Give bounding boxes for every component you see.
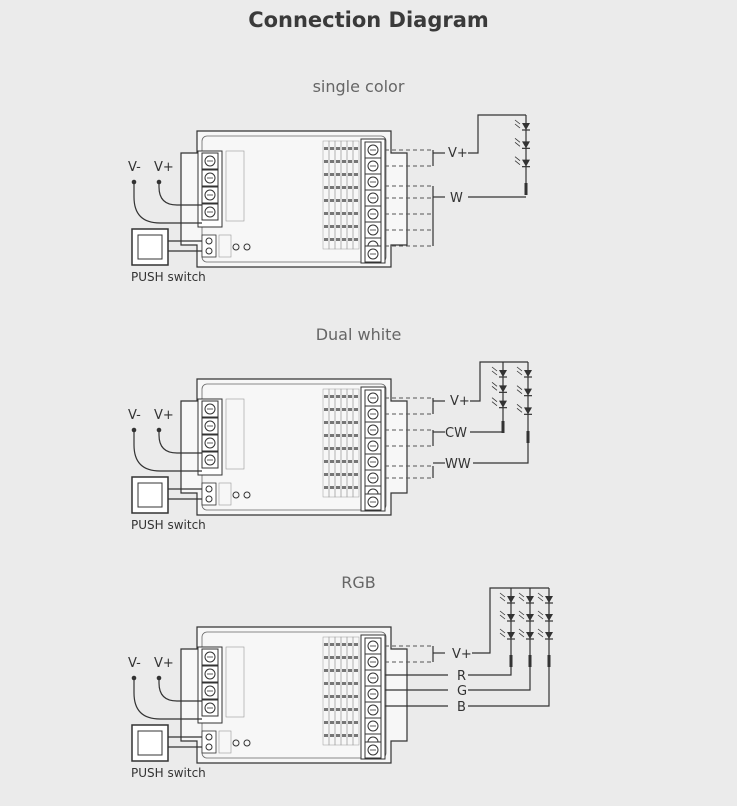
section-2: V- V+ PUSH switch V+ RGB xyxy=(128,587,553,780)
led-diode-icon xyxy=(526,596,534,603)
vplus-to-led-wire xyxy=(470,361,528,402)
push-switch-label: PUSH switch xyxy=(131,270,206,284)
led-diode-icon xyxy=(524,388,532,396)
push-switch-label: PUSH switch xyxy=(131,518,206,532)
output-label-b: B xyxy=(457,700,466,715)
vminus-wire xyxy=(133,430,202,472)
indicator-led xyxy=(243,491,251,499)
diagram-title: Connection Diagram xyxy=(248,8,489,32)
push-switch xyxy=(131,228,169,266)
led-diode-icon xyxy=(526,632,534,639)
led-diode-icon xyxy=(522,123,530,130)
controller-enclosure xyxy=(180,378,408,516)
led-string-end xyxy=(547,655,551,667)
switch-connector xyxy=(201,482,217,506)
led-string-end xyxy=(509,655,513,667)
vplus-wire xyxy=(158,182,202,206)
vplus-label: V+ xyxy=(154,160,174,175)
output-label-cw: CW xyxy=(445,426,467,441)
vminus-wire xyxy=(133,678,202,720)
vminus-label: V- xyxy=(128,656,141,671)
cw-to-led-wire xyxy=(470,429,504,433)
g-to-led-wire xyxy=(468,667,531,691)
output-label-ww: WW xyxy=(445,457,471,472)
led-diode-icon xyxy=(522,141,530,149)
led-diode-icon xyxy=(499,370,507,377)
led-diode-icon xyxy=(545,632,553,639)
led-diode-icon xyxy=(507,596,515,603)
output-label-w: W xyxy=(450,191,463,206)
controller-enclosure xyxy=(180,626,408,764)
led-diode-icon xyxy=(545,596,553,603)
indicator-led xyxy=(243,739,251,747)
vplus-label: V+ xyxy=(154,408,174,423)
output-label-vplus: V+ xyxy=(448,146,468,161)
led-diode-icon xyxy=(545,614,553,621)
section-1: V- V+ PUSH switch V+ CW WW xyxy=(128,361,532,532)
vminus-label: V- xyxy=(128,160,141,175)
output-label-r: R xyxy=(457,669,466,684)
output-label-block xyxy=(322,388,360,498)
push-switch xyxy=(131,724,169,762)
led-diode-icon xyxy=(507,614,515,621)
led-string-end xyxy=(501,421,505,433)
indicator-led xyxy=(232,739,240,747)
led-string-end xyxy=(524,183,528,195)
vplus-to-led-wire xyxy=(472,587,549,654)
output-label-block xyxy=(322,636,360,746)
led-diode-icon xyxy=(526,614,534,621)
controller-enclosure xyxy=(180,130,408,268)
section-title-rgb: RGB xyxy=(341,573,376,592)
indicator-led xyxy=(243,243,251,251)
indicator-led xyxy=(232,243,240,251)
output-label-vplus: V+ xyxy=(450,394,470,409)
vplus-wire xyxy=(158,678,202,702)
output-label-vplus: V+ xyxy=(452,647,472,662)
vminus-wire xyxy=(133,182,202,224)
switch-connector xyxy=(201,730,217,754)
vminus-label: V- xyxy=(128,408,141,423)
led-diode-icon xyxy=(524,407,532,415)
ww-to-led-wire xyxy=(473,443,529,464)
output-label-block xyxy=(322,140,360,250)
r-to-led-wire xyxy=(468,667,512,676)
vplus-wire xyxy=(158,430,202,454)
vplus-to-led-wire xyxy=(468,114,526,154)
led-diode-icon xyxy=(507,632,515,639)
push-switch-label: PUSH switch xyxy=(131,766,206,780)
led-string-end xyxy=(526,431,530,443)
led-diode-icon xyxy=(522,159,530,167)
led-diode-icon xyxy=(499,385,507,393)
switch-connector xyxy=(201,234,217,258)
indicator-led xyxy=(232,491,240,499)
led-string-end xyxy=(528,655,532,667)
section-title-single-color: single color xyxy=(312,77,405,96)
section-0: V- V+ PUSH switch V+ W xyxy=(128,114,530,284)
b-to-led-wire xyxy=(468,667,550,707)
led-diode-icon xyxy=(499,400,507,408)
vplus-label: V+ xyxy=(154,656,174,671)
section-title-dual-white: Dual white xyxy=(315,325,402,344)
led-diode-icon xyxy=(524,370,532,377)
output-label-g: G xyxy=(457,684,467,699)
push-switch xyxy=(131,476,169,514)
